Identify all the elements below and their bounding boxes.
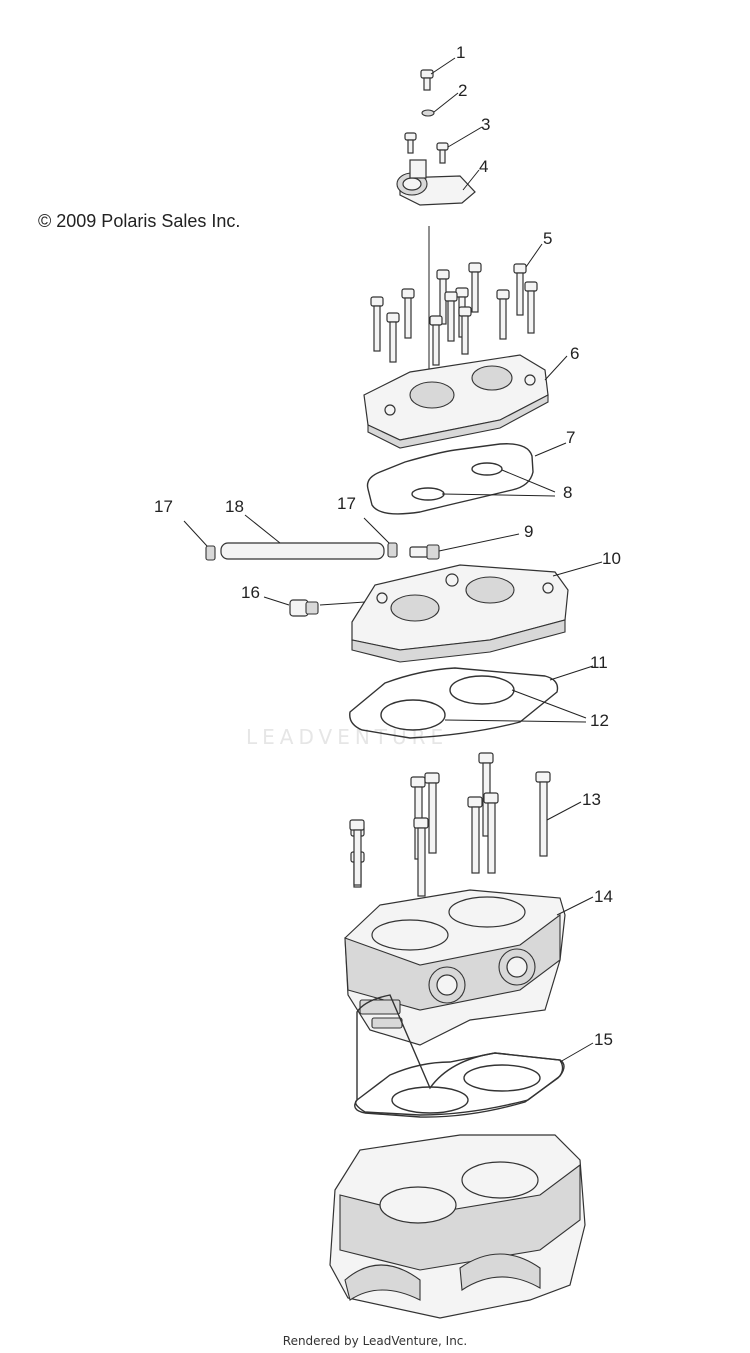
callout-15: 15 bbox=[594, 1030, 613, 1049]
housing-icon bbox=[396, 159, 476, 206]
washer-icon bbox=[421, 109, 435, 117]
gasket-icon bbox=[349, 667, 559, 739]
callout-14: 14 bbox=[594, 887, 613, 906]
callout-2: 2 bbox=[458, 81, 467, 100]
hose-icon bbox=[220, 542, 385, 560]
fitting-icon bbox=[409, 544, 440, 560]
crankcase-icon bbox=[329, 1134, 586, 1319]
copyright-text: © 2009 Polaris Sales Inc. bbox=[38, 211, 241, 231]
base-gasket-icon bbox=[354, 994, 565, 1118]
callout-18: 18 bbox=[225, 497, 244, 516]
sensor-icon bbox=[289, 599, 319, 617]
bolt-icon bbox=[370, 262, 538, 366]
callout-7: 7 bbox=[566, 428, 575, 447]
callout-17-left: 17 bbox=[154, 497, 173, 516]
callout-10: 10 bbox=[602, 549, 621, 568]
leader-lines bbox=[183, 57, 603, 1063]
cylinder-head-icon bbox=[351, 564, 569, 663]
head-cover-icon bbox=[363, 354, 549, 449]
screw-icon bbox=[404, 132, 449, 164]
bolt-icon bbox=[349, 752, 551, 897]
callout-3: 3 bbox=[481, 115, 490, 134]
callout-17-right: 17 bbox=[337, 494, 356, 513]
callout-8: 8 bbox=[563, 483, 572, 502]
cylinder-icon bbox=[344, 889, 566, 1046]
callout-4: 4 bbox=[479, 157, 488, 176]
callout-5: 5 bbox=[543, 229, 552, 248]
callout-6: 6 bbox=[570, 344, 579, 363]
callout-labels: 1 2 3 4 5 6 7 8 9 10 11 12 13 14 15 16 1… bbox=[154, 43, 621, 1049]
gasket-icon bbox=[366, 443, 534, 515]
callout-12: 12 bbox=[590, 711, 609, 730]
callout-16: 16 bbox=[241, 583, 260, 602]
watermark-text: LEADVENTURE bbox=[246, 725, 449, 749]
clamp-icon bbox=[205, 542, 398, 561]
callout-9: 9 bbox=[524, 522, 533, 541]
callout-11: 11 bbox=[590, 653, 608, 672]
screw-icon bbox=[420, 69, 434, 91]
callout-1: 1 bbox=[456, 43, 465, 62]
callout-13: 13 bbox=[582, 790, 601, 809]
footer-credit: Rendered by LeadVenture, Inc. bbox=[282, 1334, 468, 1348]
